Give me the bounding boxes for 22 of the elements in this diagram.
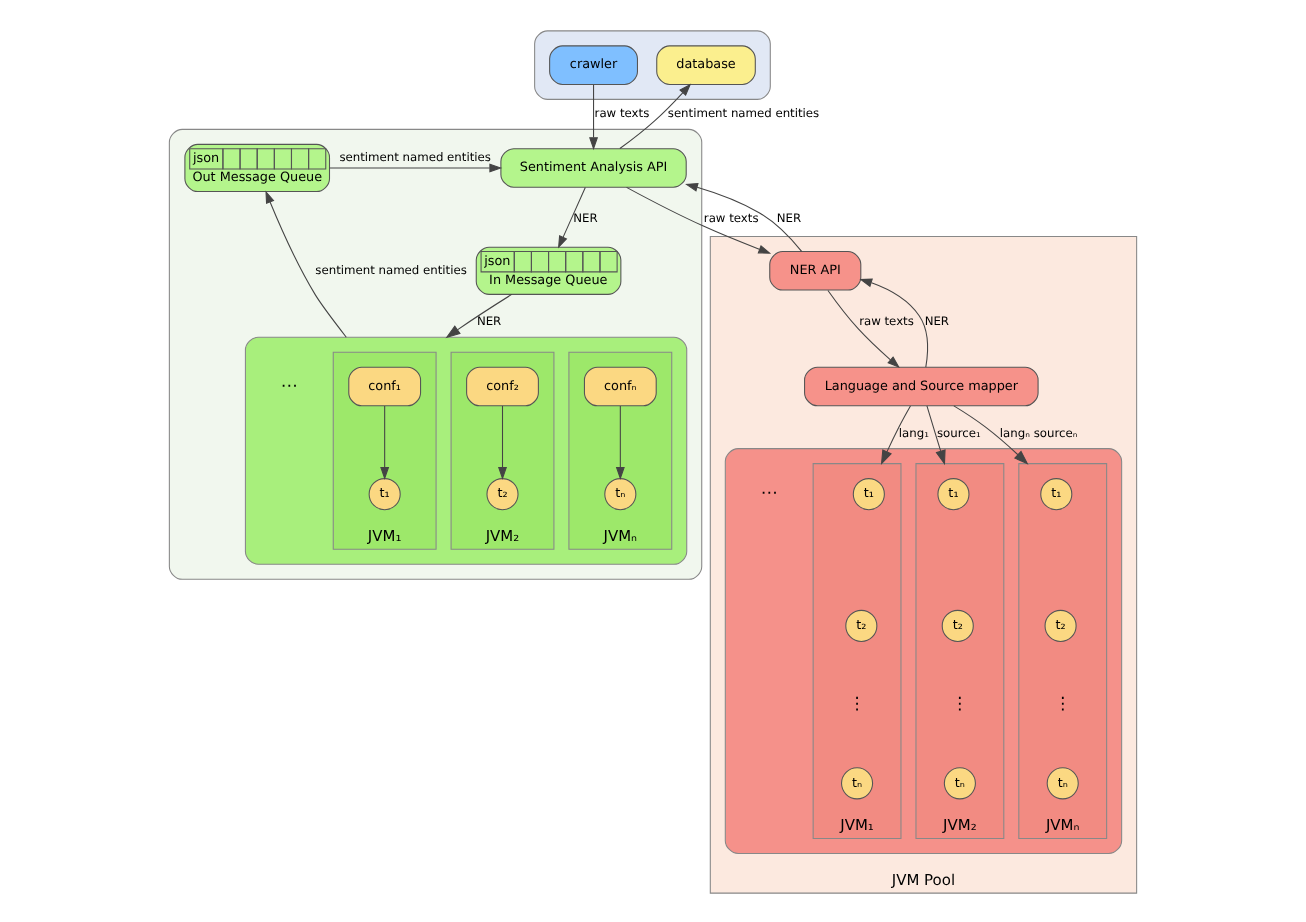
arrow <box>498 404 507 479</box>
label: ⋮ <box>951 693 969 714</box>
arrow <box>953 404 1029 464</box>
label: ⋯ <box>760 483 778 504</box>
arrow <box>827 288 900 367</box>
arrow <box>615 404 625 479</box>
cluster <box>244 335 688 564</box>
arrow <box>380 404 390 479</box>
arrow <box>265 189 347 337</box>
arrow <box>445 292 513 338</box>
label: ⋯ <box>280 375 298 396</box>
label: ⋮ <box>1054 693 1072 714</box>
label: ⋮ <box>848 693 866 714</box>
arrow <box>558 185 586 248</box>
arrow <box>626 185 772 253</box>
arrow <box>880 404 911 465</box>
arrow <box>859 277 929 367</box>
arrow <box>329 162 503 172</box>
arrow <box>926 404 946 465</box>
arrow <box>685 182 803 251</box>
arrow <box>589 83 599 150</box>
arrow <box>619 82 692 149</box>
